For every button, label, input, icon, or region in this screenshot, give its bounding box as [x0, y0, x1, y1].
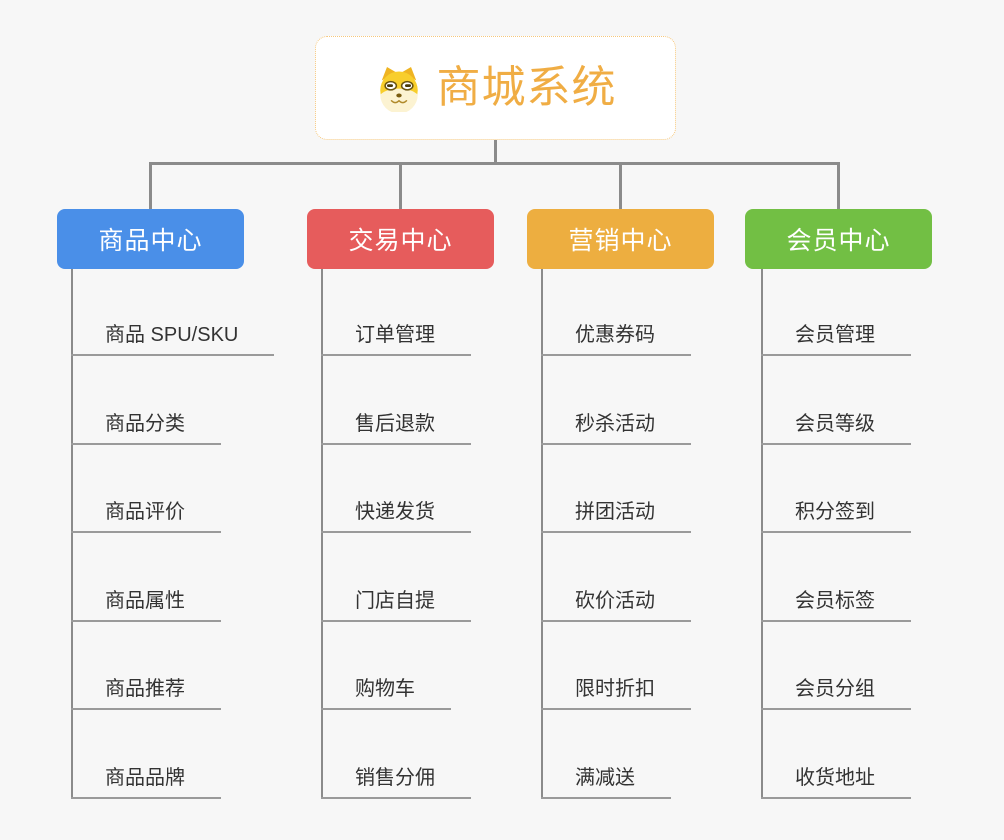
child-label: 商品属性	[105, 590, 185, 612]
child-node-bargain-activity[interactable]: 砍价活动	[541, 582, 691, 622]
child-label: 砍价活动	[575, 590, 655, 612]
child-label: 会员管理	[795, 324, 875, 346]
connector-drop-3	[619, 162, 622, 210]
child-node-group-buy[interactable]: 拼团活动	[541, 493, 691, 533]
child-label: 商品品牌	[105, 767, 185, 789]
child-node-member-group[interactable]: 会员分组	[761, 670, 911, 710]
child-label: 会员标签	[795, 590, 875, 612]
child-label: 拼团活动	[575, 501, 655, 523]
child-node-member-tag[interactable]: 会员标签	[761, 582, 911, 622]
connector-root-stem	[494, 139, 497, 164]
child-label: 购物车	[355, 678, 415, 700]
child-node-product-category[interactable]: 商品分类	[71, 405, 221, 445]
child-node-express-delivery[interactable]: 快递发货	[321, 493, 471, 533]
child-label: 售后退款	[355, 413, 435, 435]
child-label: 商品推荐	[105, 678, 185, 700]
child-node-points-checkin[interactable]: 积分签到	[761, 493, 911, 533]
child-label: 门店自提	[355, 590, 435, 612]
child-node-product-attribute[interactable]: 商品属性	[71, 582, 221, 622]
child-node-shopping-cart[interactable]: 购物车	[321, 670, 451, 710]
child-label: 秒杀活动	[575, 413, 655, 435]
child-node-product-brand[interactable]: 商品品牌	[71, 759, 221, 799]
child-node-store-pickup[interactable]: 门店自提	[321, 582, 471, 622]
root-node[interactable]: 商城系统	[315, 36, 676, 140]
child-label: 满减送	[575, 767, 635, 789]
child-node-product-spu-sku[interactable]: 商品 SPU/SKU	[71, 316, 275, 356]
child-node-flash-sale[interactable]: 秒杀活动	[541, 405, 691, 445]
child-label: 限时折扣	[575, 678, 655, 700]
child-label: 收货地址	[795, 767, 875, 789]
child-node-coupon-code[interactable]: 优惠券码	[541, 316, 691, 356]
connector-spine-product	[71, 268, 73, 799]
child-label: 商品 SPU/SKU	[105, 324, 239, 346]
child-node-product-recommend[interactable]: 商品推荐	[71, 670, 221, 710]
connector-drop-4	[837, 162, 840, 210]
child-label: 会员等级	[795, 413, 875, 435]
child-node-limited-time-discount[interactable]: 限时折扣	[541, 670, 691, 710]
connector-spine-trade	[321, 268, 323, 799]
branch-trade-center[interactable]: 交易中心	[307, 209, 494, 269]
child-node-product-review[interactable]: 商品评价	[71, 493, 221, 533]
branch-marketing-center[interactable]: 营销中心	[527, 209, 714, 269]
child-node-shipping-address[interactable]: 收货地址	[761, 759, 911, 799]
connector-drop-1	[149, 162, 152, 210]
child-node-member-level[interactable]: 会员等级	[761, 405, 911, 445]
child-label: 商品评价	[105, 501, 185, 523]
connector-spine-member	[761, 268, 763, 799]
branch-product-center[interactable]: 商品中心	[57, 209, 244, 269]
child-label: 销售分佣	[355, 767, 435, 789]
child-node-order-management[interactable]: 订单管理	[321, 316, 471, 356]
doge-icon	[375, 64, 423, 112]
child-label: 商品分类	[105, 413, 185, 435]
child-label: 优惠券码	[575, 324, 655, 346]
child-label: 积分签到	[795, 501, 875, 523]
child-node-sales-commission[interactable]: 销售分佣	[321, 759, 471, 799]
branch-member-center[interactable]: 会员中心	[745, 209, 932, 269]
child-label: 订单管理	[355, 324, 435, 346]
child-node-member-management[interactable]: 会员管理	[761, 316, 911, 356]
child-label: 会员分组	[795, 678, 875, 700]
connector-drop-2	[399, 162, 402, 210]
child-node-aftersale-refund[interactable]: 售后退款	[321, 405, 471, 445]
connector-horizontal-bar	[149, 162, 840, 165]
child-node-full-reduction[interactable]: 满减送	[541, 759, 671, 799]
root-label: 商城系统	[436, 63, 617, 112]
connector-spine-marketing	[541, 268, 543, 799]
child-label: 快递发货	[355, 501, 435, 523]
